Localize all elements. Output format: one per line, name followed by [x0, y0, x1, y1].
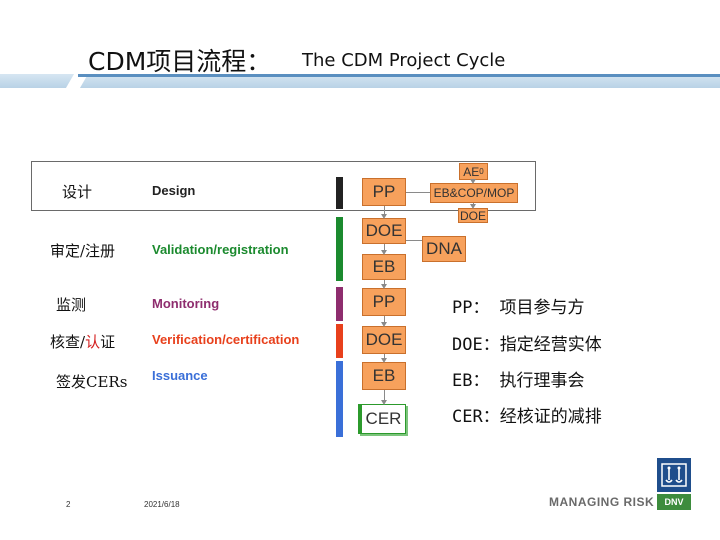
row-label-validation-en: Validation/registration — [152, 242, 289, 257]
legend-item-doe: DOE：指定经营实体 — [452, 335, 602, 355]
arrow-pp-to-doe — [381, 206, 387, 219]
stage-bar-validation — [336, 217, 343, 281]
dnv-emblem-icon — [657, 458, 691, 492]
page-title-en: The CDM Project Cycle — [302, 50, 506, 71]
doe-box-validation: DOE — [362, 218, 406, 244]
connector-doe-dna — [406, 240, 422, 241]
page-title-zh: CDM项目流程： — [88, 47, 272, 76]
row-label-verification-zh: 核查/认证 — [50, 333, 116, 351]
dna-box: DNA — [422, 236, 466, 262]
cer-box: CER — [358, 404, 406, 434]
title-underline-band — [0, 74, 720, 90]
stage-bar-monitoring — [336, 287, 343, 321]
row-label-validation-zh: 审定/注册 — [50, 242, 116, 260]
connector-pp-ebcop — [406, 192, 430, 193]
design-row-frame — [31, 161, 536, 211]
legend-item-pp: PP：项目参与方 — [452, 298, 585, 318]
pp-box-monitoring: PP — [362, 288, 406, 316]
arrow-doe-to-eb-2 — [381, 354, 387, 363]
arrow-ebcop-to-doe — [470, 203, 476, 209]
eb-box-validation: EB — [362, 254, 406, 280]
footer-date: 2021/6/18 — [144, 500, 180, 509]
row-label-monitoring-zh: 监测 — [56, 296, 87, 314]
pp-box-design: PP — [362, 178, 406, 206]
doe-small-box: DOE — [458, 208, 488, 223]
stage-bar-design — [336, 177, 343, 209]
arrow-pp-to-doe-2 — [381, 316, 387, 327]
arrow-doe-to-eb — [381, 244, 387, 255]
row-label-issuance-zh: 签发CERs — [56, 373, 128, 391]
stage-bar-issuance — [336, 361, 343, 437]
legend-item-eb: EB：执行理事会 — [452, 371, 585, 391]
dnv-logo: DNV — [657, 494, 691, 510]
row-label-monitoring-en: Monitoring — [152, 296, 220, 311]
row-label-verification-en: Verification/certification — [152, 332, 300, 347]
legend-item-cer: CER：经核证的减排 — [452, 407, 602, 427]
row-label-design-en: Design — [152, 183, 196, 198]
eb-cop-mop-box: EB&COP/MOP — [430, 183, 518, 203]
row-label-issuance-en: Issuance — [152, 368, 208, 383]
arrow-eb-to-cer — [381, 390, 387, 405]
arrow-ae-to-ebcop — [470, 179, 476, 184]
arrow-eb-to-pp — [381, 280, 387, 289]
row-label-design-zh: 设计 — [62, 183, 93, 201]
page-number: 2 — [66, 500, 71, 509]
stage-bar-verification — [336, 324, 343, 358]
doe-box-verification: DOE — [362, 326, 406, 354]
eb-box-issuance: EB — [362, 362, 406, 390]
footer-slogan: MANAGING RISK — [549, 495, 655, 509]
